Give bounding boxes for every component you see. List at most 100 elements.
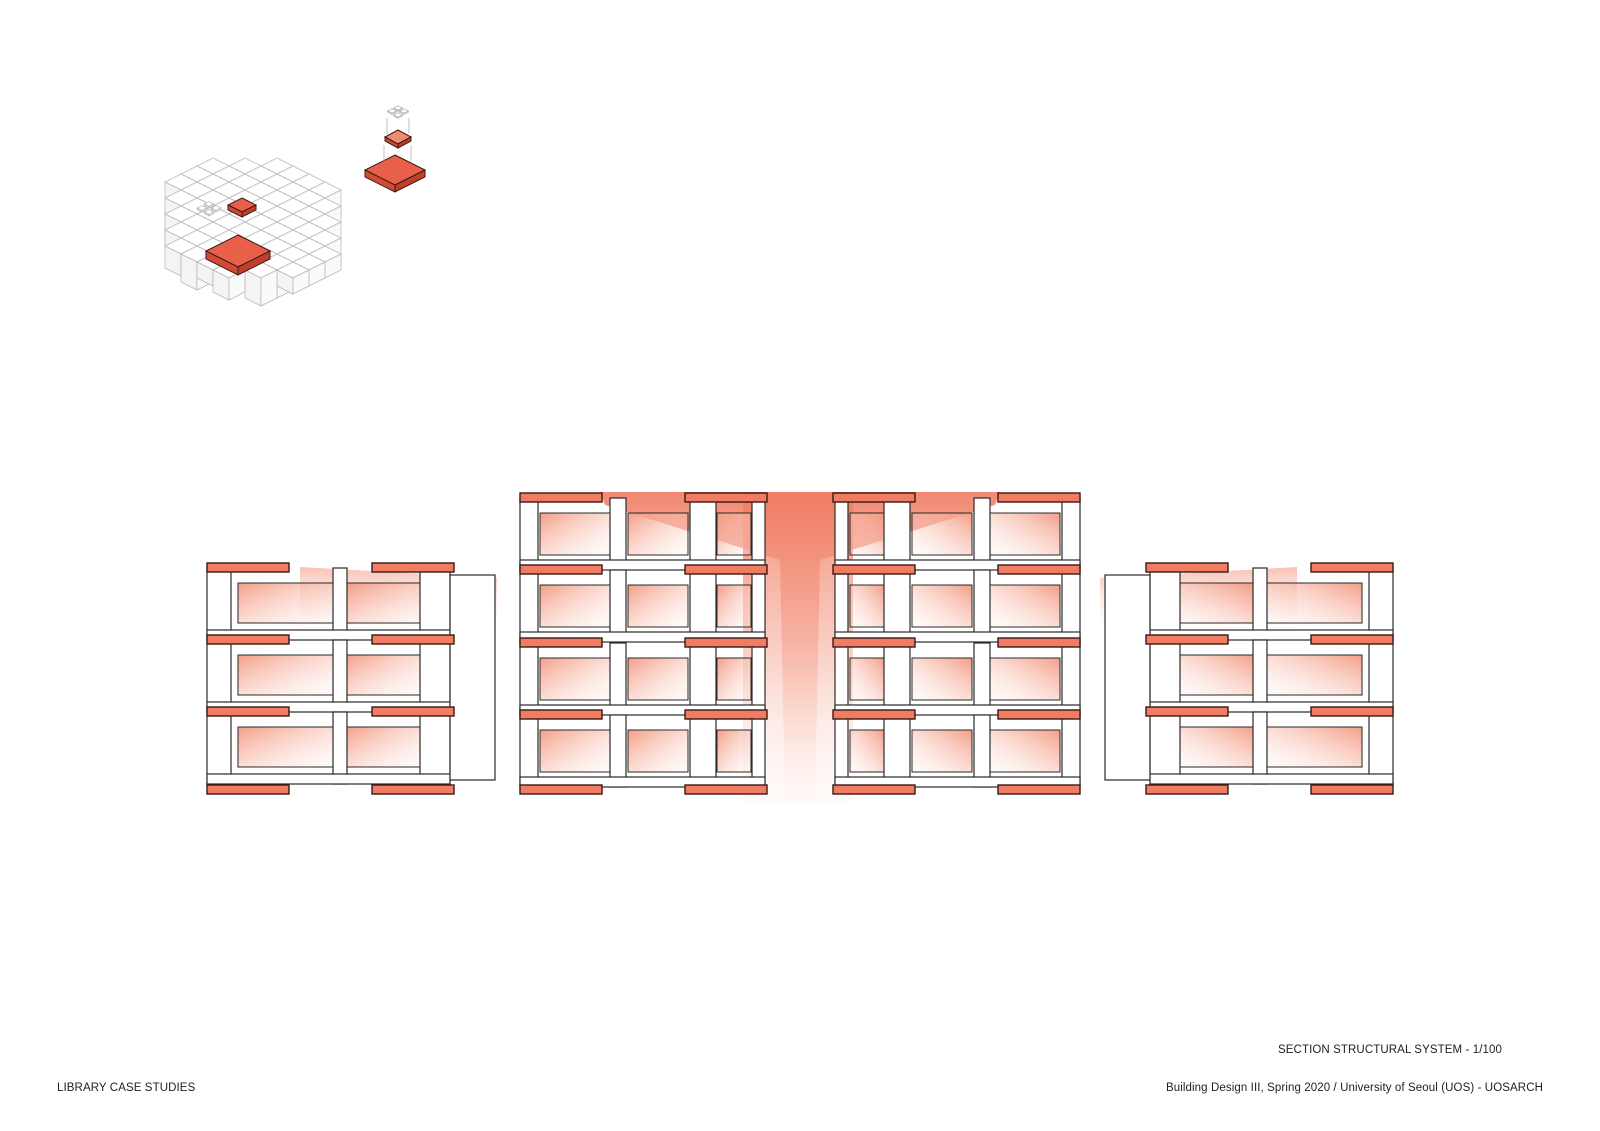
frame-member: [751, 642, 766, 716]
tower-c-room-c: [989, 584, 1061, 628]
frame-member: [519, 569, 539, 643]
frame-member: [419, 639, 451, 713]
floor-slab: [832, 492, 916, 503]
frame-member: [834, 714, 849, 788]
frame-member: [1061, 497, 1081, 571]
tower-b-room: [539, 584, 611, 628]
iso-cube-right: [403, 110, 409, 115]
frame-member: [973, 642, 991, 716]
section-slabs: [206, 492, 1394, 795]
frame-member: [883, 569, 911, 643]
tower-c-room: [849, 584, 885, 628]
frame-member: [206, 711, 232, 785]
tower-b-room: [539, 729, 611, 773]
frame-member: [751, 497, 766, 571]
iso-cube-right: [292, 269, 310, 295]
iso-exploded-slab-small: [383, 118, 413, 149]
frame-member: [751, 714, 766, 788]
floor-slab: [1145, 706, 1229, 717]
frame-member: [1368, 567, 1394, 641]
floor-slab: [684, 492, 768, 503]
tower-d-room-b: [1266, 726, 1363, 768]
frame-member: [449, 574, 496, 781]
floor-slab: [206, 784, 290, 795]
section-frames: [206, 497, 1394, 788]
frame-member: [1149, 773, 1394, 785]
floor-slab: [519, 709, 603, 720]
floor-slab: [519, 637, 603, 648]
frame-member: [419, 567, 451, 641]
iso-cube: [196, 205, 208, 213]
frame-member: [1149, 639, 1181, 713]
frame-member: [419, 711, 451, 785]
tower-c-room-b: [911, 512, 973, 556]
frame-member: [519, 642, 539, 716]
tower-c-room-c: [989, 512, 1061, 556]
frame-member: [1252, 567, 1268, 641]
frame-member: [834, 497, 849, 571]
iso-cube: [386, 108, 398, 115]
floor-slab: [684, 784, 768, 795]
frame-member: [519, 631, 766, 643]
floor-slab: [519, 564, 603, 575]
frame-member: [973, 714, 991, 788]
tower-b-room-c: [716, 729, 752, 773]
tower-c-room-b: [911, 729, 973, 773]
frame-member: [834, 631, 1081, 643]
floor-slab: [371, 562, 455, 573]
frame-member: [519, 497, 539, 571]
tower-a-room-b: [344, 582, 421, 624]
iso-cube: [392, 105, 404, 112]
tower-a-room-b: [344, 726, 421, 768]
frame-member: [689, 714, 717, 788]
frame-member: [689, 642, 717, 716]
tower-c-room-c: [989, 729, 1061, 773]
frame-member: [1252, 711, 1268, 785]
iso-cube: [210, 205, 222, 213]
frame-member: [332, 711, 348, 785]
frame-member: [1104, 574, 1151, 781]
frame-member: [1252, 639, 1268, 713]
floor-slab: [206, 562, 290, 573]
frame-member: [206, 773, 451, 785]
section-gradient-voids: [237, 492, 1363, 802]
frame-member: [834, 776, 1081, 788]
floor-slab: [684, 564, 768, 575]
tower-b-room: [539, 512, 611, 556]
iso-exploded-slab-large: [363, 145, 427, 193]
tower-b-room-b: [627, 584, 689, 628]
frame-member: [1368, 639, 1394, 713]
floor-slab: [832, 637, 916, 648]
frame-member: [1061, 569, 1081, 643]
frame-member: [609, 497, 627, 571]
frame-member: [206, 567, 232, 641]
floor-slab: [997, 709, 1081, 720]
tower-b-room-b: [627, 657, 689, 701]
tower-b-room-c: [716, 657, 752, 701]
floor-slab: [1145, 784, 1229, 795]
floor-slab: [519, 492, 603, 503]
section-title: SECTION STRUCTURAL SYSTEM - 1/100: [1278, 1044, 1502, 1056]
frame-member: [1368, 711, 1394, 785]
frame-member: [609, 642, 627, 716]
frame-member: [973, 497, 991, 571]
tower-b-room-c: [716, 584, 752, 628]
floor-slab: [1145, 562, 1229, 573]
floor-slab: [1310, 634, 1394, 645]
footer-project-title: LIBRARY CASE STUDIES: [57, 1082, 196, 1094]
frame-member: [1061, 642, 1081, 716]
floor-slab: [1310, 706, 1394, 717]
floor-slab: [997, 564, 1081, 575]
floor-slab: [371, 706, 455, 717]
frame-member: [883, 497, 911, 571]
tower-c-room: [849, 729, 885, 773]
iso-cube-right: [391, 110, 397, 115]
frame-member: [332, 567, 348, 641]
frame-member: [689, 569, 717, 643]
tower-b-room-b: [627, 729, 689, 773]
frame-member: [609, 569, 627, 643]
tower-b-room: [539, 657, 611, 701]
frame-member: [519, 776, 766, 788]
tower-a-room: [237, 582, 334, 624]
